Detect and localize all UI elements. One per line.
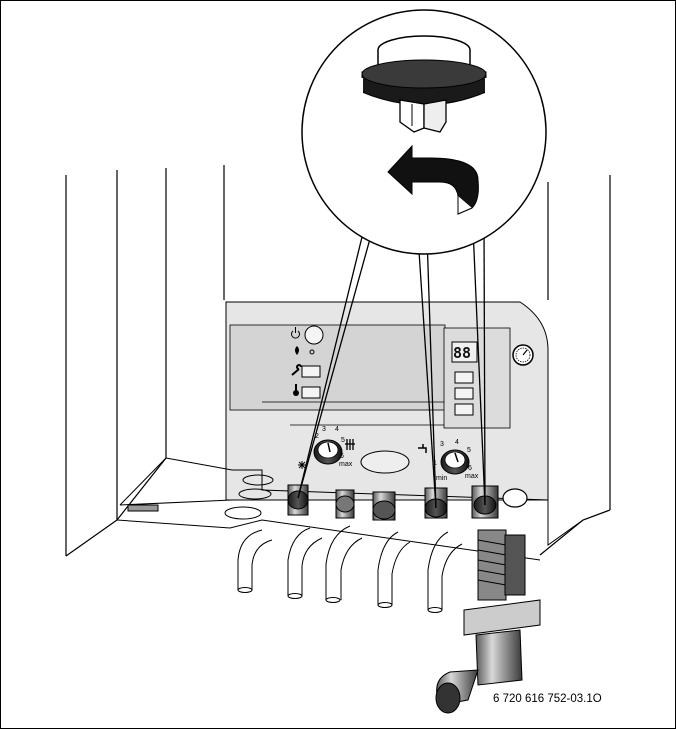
display-screen <box>451 341 478 363</box>
reset-button[interactable] <box>301 386 321 399</box>
left-dial[interactable]: 2 3 4 5 6 max <box>313 426 353 468</box>
bottom-tray <box>116 457 584 561</box>
service-button[interactable] <box>301 365 321 378</box>
valve-nut <box>287 490 309 510</box>
dial-tick: 2 <box>315 433 319 440</box>
dial-tick: 6 <box>340 453 344 460</box>
status-window <box>360 450 410 474</box>
flame-indicator <box>309 349 315 355</box>
display-digits: 88 <box>453 344 471 362</box>
flame-icon <box>295 346 299 355</box>
drain-assembly <box>435 529 541 714</box>
dial-tick: max <box>465 473 479 480</box>
detail-callout <box>301 9 547 255</box>
dial-tick: 3 <box>322 426 326 433</box>
valve-cap-detail <box>361 35 487 133</box>
button-2[interactable] <box>454 387 474 400</box>
pipes <box>237 525 463 613</box>
dial-tick: max <box>339 461 353 468</box>
dial-tick: 4 <box>455 439 459 446</box>
dial-tick: 5 <box>467 447 471 454</box>
dial-tick: 5 <box>341 437 345 444</box>
counterclockwise-arrow-icon <box>387 144 479 215</box>
power-icon <box>291 327 300 339</box>
wrench-icon <box>291 364 302 376</box>
pressure-gauge-icon <box>512 344 534 366</box>
snowflake-icon <box>298 461 306 469</box>
dial-tick: 4 <box>335 426 339 433</box>
callout-leaders <box>297 224 486 509</box>
right-dial[interactable]: 1 3 4 5 6 min max <box>433 439 479 482</box>
dial-tick: 3 <box>440 441 444 448</box>
radiator-icon <box>345 439 355 450</box>
button-1[interactable] <box>454 371 474 384</box>
left-controls <box>291 325 324 399</box>
tap-icon <box>418 444 427 453</box>
figure-code: 6 720 616 752-03.1O <box>493 693 602 705</box>
thermometer-icon <box>293 384 299 396</box>
dial-tick: 6 <box>468 465 472 472</box>
power-button[interactable] <box>304 325 324 345</box>
dial-tick: min <box>436 475 447 482</box>
button-3[interactable] <box>454 403 474 416</box>
right-controls: 88 <box>451 341 534 416</box>
